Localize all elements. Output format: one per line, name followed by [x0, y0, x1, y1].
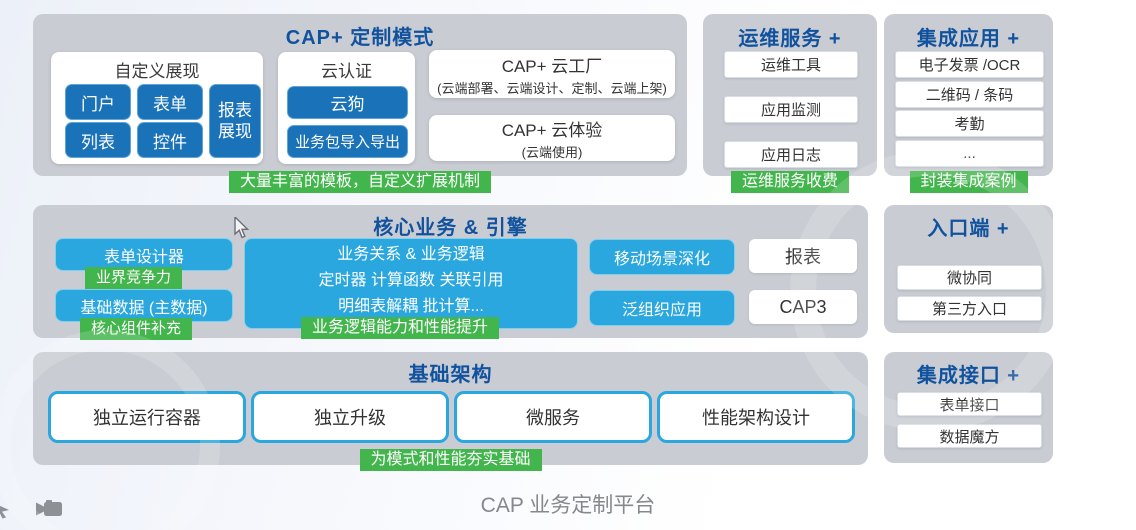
cursor-fragment-icon: [0, 505, 9, 519]
list-item: 应用监测: [724, 96, 858, 123]
box-business-engine: 业务关系 & 业务逻辑 定时器 计算函数 关联引用 明细表解耦 批计算...: [244, 238, 578, 329]
card-title-cloud-auth: 云认证: [321, 62, 372, 81]
engine-line: 明细表解耦 批计算...: [338, 297, 484, 315]
panel-ops-service: 运维服务 + 运维工具 应用监测 应用日志 运维服务收费: [703, 14, 877, 193]
panel-title-entry: 入口端 +: [927, 218, 1010, 240]
btn-list: 列表: [65, 122, 131, 158]
list-item: 微协同: [897, 265, 1042, 290]
tag-custom-mode: 大量丰富的模板，自定义扩展机制: [228, 171, 492, 193]
box-cap3: CAP3: [749, 290, 857, 324]
card-custom-display: 自定义展现 门户 表单 报表展现 列表 控件: [51, 52, 263, 164]
btn-widget: 控件: [137, 122, 203, 158]
card-title-custom-display: 自定义展现: [114, 62, 200, 81]
tag-form-designer: 业界竞争力: [85, 267, 183, 289]
btn-report-display: 报表展现: [209, 84, 261, 158]
panel-core-business: 核心业务 & 引擎 表单设计器 业界竞争力 基础数据 (主数据) 核心组件补充 …: [33, 205, 868, 340]
btn-form: 表单: [137, 84, 203, 120]
tag-ops-service: 运维服务收费: [730, 171, 850, 193]
list-item: 应用日志: [724, 141, 858, 168]
list-item: 数据魔方: [897, 424, 1042, 448]
tag-integrated-apps: 封装集成案例: [909, 171, 1028, 193]
panel-entry: 入口端 + 微协同 第三方入口: [884, 205, 1053, 333]
engine-line: 定时器 计算函数 关联引用: [318, 271, 504, 289]
cloud-factory-subtitle: (云端部署、云端设计、定制、云端上架): [437, 80, 667, 96]
mouse-cursor-icon: [234, 217, 250, 239]
btn-cloud-dog: 云狗: [287, 86, 408, 119]
btn-form-designer: 表单设计器: [55, 238, 233, 271]
card-cloud-experience: CAP+ 云体验 (云端使用): [429, 115, 675, 161]
list-item: 独立升级: [251, 391, 449, 443]
panel-integrated-apps: 集成应用 + 电子发票 /OCR 二维码 / 条码 考勤 ... 封装集成案例: [884, 14, 1053, 193]
tag-base-data: 核心组件补充: [80, 318, 193, 340]
list-item: 考勤: [895, 110, 1044, 137]
btn-package-io: 业务包导入导出: [287, 125, 408, 158]
panel-title-ops-service: 运维服务 +: [738, 28, 842, 50]
list-item: 表单接口: [897, 392, 1042, 416]
card-cloud-factory: CAP+ 云工厂 (云端部署、云端设计、定制、云端上架): [429, 50, 675, 98]
panel-infrastructure: 基础架构 独立运行容器 独立升级 微服务 性能架构设计 为模式和性能夯实基础: [33, 352, 868, 471]
card-cloud-auth: 云认证 云狗 业务包导入导出: [278, 52, 415, 164]
cloud-experience-subtitle: (云端使用): [521, 144, 583, 160]
panel-integration-api: 集成接口 + 表单接口 数据魔方: [884, 352, 1053, 463]
list-item: ...: [895, 140, 1044, 167]
list-item: 二维码 / 条码: [895, 81, 1044, 108]
video-camera-icon[interactable]: [36, 499, 63, 519]
panel-title-infrastructure: 基础架构: [408, 364, 493, 386]
list-item: 第三方入口: [897, 296, 1042, 321]
page-title: CAP 业务定制平台: [480, 494, 656, 517]
box-report: 报表: [749, 239, 857, 273]
tag-business-engine: 业务逻辑能力和性能提升: [301, 317, 500, 339]
list-item: 性能架构设计: [657, 391, 855, 443]
btn-mobile-scene: 移动场景深化: [589, 239, 735, 275]
engine-line: 业务关系 & 业务逻辑: [337, 246, 485, 263]
list-item: 独立运行容器: [48, 391, 246, 443]
panel-cap-custom-mode: CAP+ 定制模式 自定义展现 门户 表单 报表展现 列表 控件 云认证 云狗 …: [33, 14, 687, 193]
panel-title-core-business: 核心业务 & 引擎: [373, 217, 528, 239]
btn-portal: 门户: [65, 84, 131, 120]
list-item: 微服务: [454, 391, 652, 443]
tag-infrastructure: 为模式和性能夯实基础: [359, 449, 542, 471]
list-item: 运维工具: [724, 51, 858, 78]
panel-title-integration-api: 集成接口 +: [916, 365, 1021, 387]
panel-title-integrated-apps: 集成应用 +: [916, 28, 1021, 50]
panel-title-cap-custom-mode: CAP+ 定制模式: [285, 27, 435, 49]
cloud-factory-title: CAP+ 云工厂: [501, 56, 603, 76]
cloud-experience-title: CAP+ 云体验: [501, 120, 603, 140]
btn-pan-org: 泛组织应用: [589, 290, 735, 326]
list-item: 电子发票 /OCR: [895, 51, 1044, 78]
